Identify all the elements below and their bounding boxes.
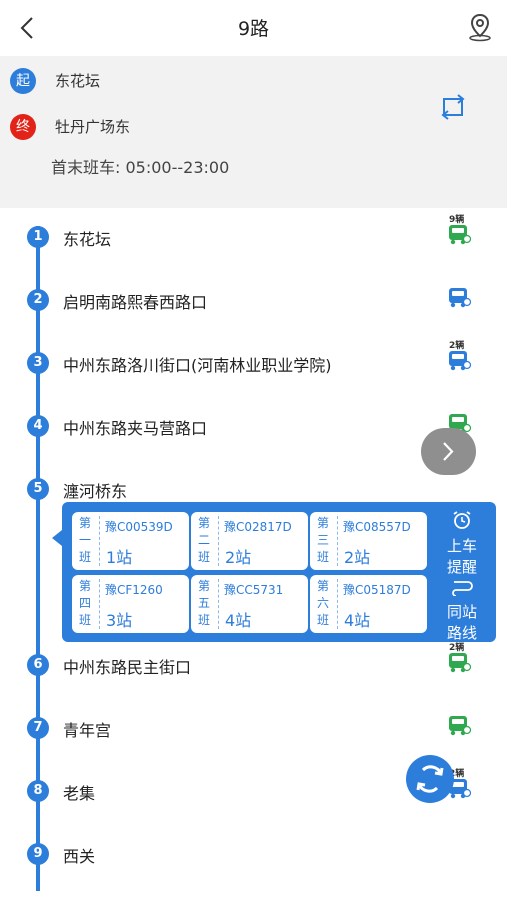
stop-name: 青年宫 — [63, 721, 112, 740]
stop-item[interactable]: 9 西关 — [0, 839, 507, 879]
bus-icon[interactable] — [446, 348, 472, 374]
swap-direction-icon[interactable] — [436, 92, 470, 122]
end-stop-name: 牡丹广场东 — [55, 118, 131, 136]
stop-name: 西关 — [63, 847, 96, 866]
plate-number: 豫C05187D — [343, 583, 411, 597]
board-reminder-button[interactable]: 上车提醒 — [446, 537, 477, 576]
shift-label: 第六班 — [316, 579, 329, 627]
stop-name: 中州东路夹马营路口 — [63, 419, 208, 438]
arrival-card[interactable]: 第三班 豫C08557D 2站 — [310, 512, 427, 570]
schedule-text: 首末班车: 05:00--23:00 — [51, 158, 230, 177]
eta-stops: 3站 — [106, 611, 133, 630]
bus-count: 2辆 — [449, 769, 465, 779]
shift-label: 第二班 — [197, 516, 210, 564]
shift-label: 第一班 — [78, 516, 91, 564]
bus-icon[interactable] — [446, 222, 472, 248]
same-stop-routes-button[interactable]: 同站路线 — [446, 603, 477, 642]
card-divider — [99, 516, 100, 566]
bus-count: 2辆 — [449, 643, 465, 653]
stop-number: 7 — [27, 717, 49, 739]
bus-icon[interactable] — [446, 713, 472, 739]
bus-icon[interactable] — [446, 650, 472, 676]
stop-name: 老集 — [63, 784, 96, 803]
plate-number: 豫CF1260 — [105, 583, 163, 597]
stop-item[interactable]: 6 中州东路民主街口 2辆 — [0, 643, 507, 690]
stop-number: 6 — [27, 654, 49, 676]
card-divider — [99, 579, 100, 629]
popup-arrow — [52, 530, 62, 546]
bus-count: 9辆 — [449, 215, 465, 225]
stop-number: 1 — [27, 226, 49, 248]
shift-label: 第五班 — [197, 579, 210, 627]
stop-item[interactable]: 1 东花坛 9辆 — [0, 215, 507, 262]
alarm-clock-icon[interactable] — [450, 510, 474, 530]
end-badge: 终 — [10, 114, 36, 140]
arrival-card[interactable]: 第一班 豫C00539D 1站 — [72, 512, 189, 570]
refresh-button[interactable] — [406, 755, 454, 803]
arrival-card[interactable]: 第二班 豫C02817D 2站 — [191, 512, 308, 570]
chevron-left-icon[interactable] — [14, 12, 42, 44]
plate-number: 豫CC5731 — [224, 583, 284, 597]
chevron-right-icon — [443, 442, 454, 461]
shift-label: 第四班 — [78, 579, 91, 627]
card-divider — [337, 579, 338, 629]
start-stop-name: 东花坛 — [55, 72, 101, 90]
shift-label: 第三班 — [316, 516, 329, 564]
arrival-card[interactable]: 第四班 豫CF1260 3站 — [72, 575, 189, 633]
stop-number: 3 — [27, 352, 49, 374]
stop-number: 5 — [27, 478, 49, 500]
stop-item[interactable]: 3 中州东路洛川街口(河南林业职业学院) 2辆 — [0, 341, 507, 388]
stop-item[interactable]: 2 启明南路熙春西路口 — [0, 285, 507, 325]
stop-name: 中州东路民主街口 — [63, 658, 192, 677]
page-title: 9路 — [237, 18, 270, 40]
route-timeline-line — [36, 226, 40, 891]
eta-stops: 4站 — [225, 611, 252, 630]
start-badge: 起 — [10, 68, 36, 94]
stop-number: 9 — [27, 843, 49, 865]
refresh-icon — [416, 765, 444, 793]
card-divider — [218, 516, 219, 566]
top-bar: 9路 — [0, 0, 507, 56]
stop-name: 中州东路洛川街口(河南林业职业学院) — [63, 356, 332, 375]
stop-name: 启明南路熙春西路口 — [63, 293, 208, 312]
bus-count: 2辆 — [449, 341, 465, 351]
plate-number: 豫C08557D — [343, 520, 411, 534]
next-button[interactable] — [421, 428, 476, 475]
stop-item[interactable]: 5 瀍河桥东 — [0, 474, 507, 514]
arrival-card[interactable]: 第五班 豫CC5731 4站 — [191, 575, 308, 633]
route-info-panel: 起 东花坛 终 牡丹广场东 首末班车: 05:00--23:00 — [0, 56, 507, 208]
plate-number: 豫C00539D — [105, 520, 173, 534]
popup-side-actions: 上车提醒 同站路线 — [442, 510, 482, 644]
card-divider — [218, 579, 219, 629]
route-icon[interactable] — [450, 578, 474, 597]
stop-item[interactable]: 4 中州东路夹马营路口 — [0, 411, 507, 451]
stop-item[interactable]: 7 青年宫 — [0, 713, 507, 753]
stop-number: 2 — [27, 289, 49, 311]
card-divider — [337, 516, 338, 566]
plate-number: 豫C02817D — [224, 520, 292, 534]
eta-stops: 4站 — [344, 611, 371, 630]
eta-stops: 2站 — [225, 548, 252, 567]
bus-icon[interactable] — [446, 285, 472, 311]
eta-stops: 2站 — [344, 548, 371, 567]
stop-name: 瀍河桥东 — [63, 482, 128, 501]
arrivals-popup: 第一班 豫C00539D 1站 第二班 豫C02817D 2站 第三班 豫C08… — [62, 502, 496, 642]
location-pin-icon[interactable] — [467, 12, 493, 42]
arrival-card[interactable]: 第六班 豫C05187D 4站 — [310, 575, 427, 633]
eta-stops: 1站 — [106, 548, 133, 567]
stop-number: 4 — [27, 415, 49, 437]
stop-name: 东花坛 — [63, 230, 112, 249]
stop-number: 8 — [27, 780, 49, 802]
